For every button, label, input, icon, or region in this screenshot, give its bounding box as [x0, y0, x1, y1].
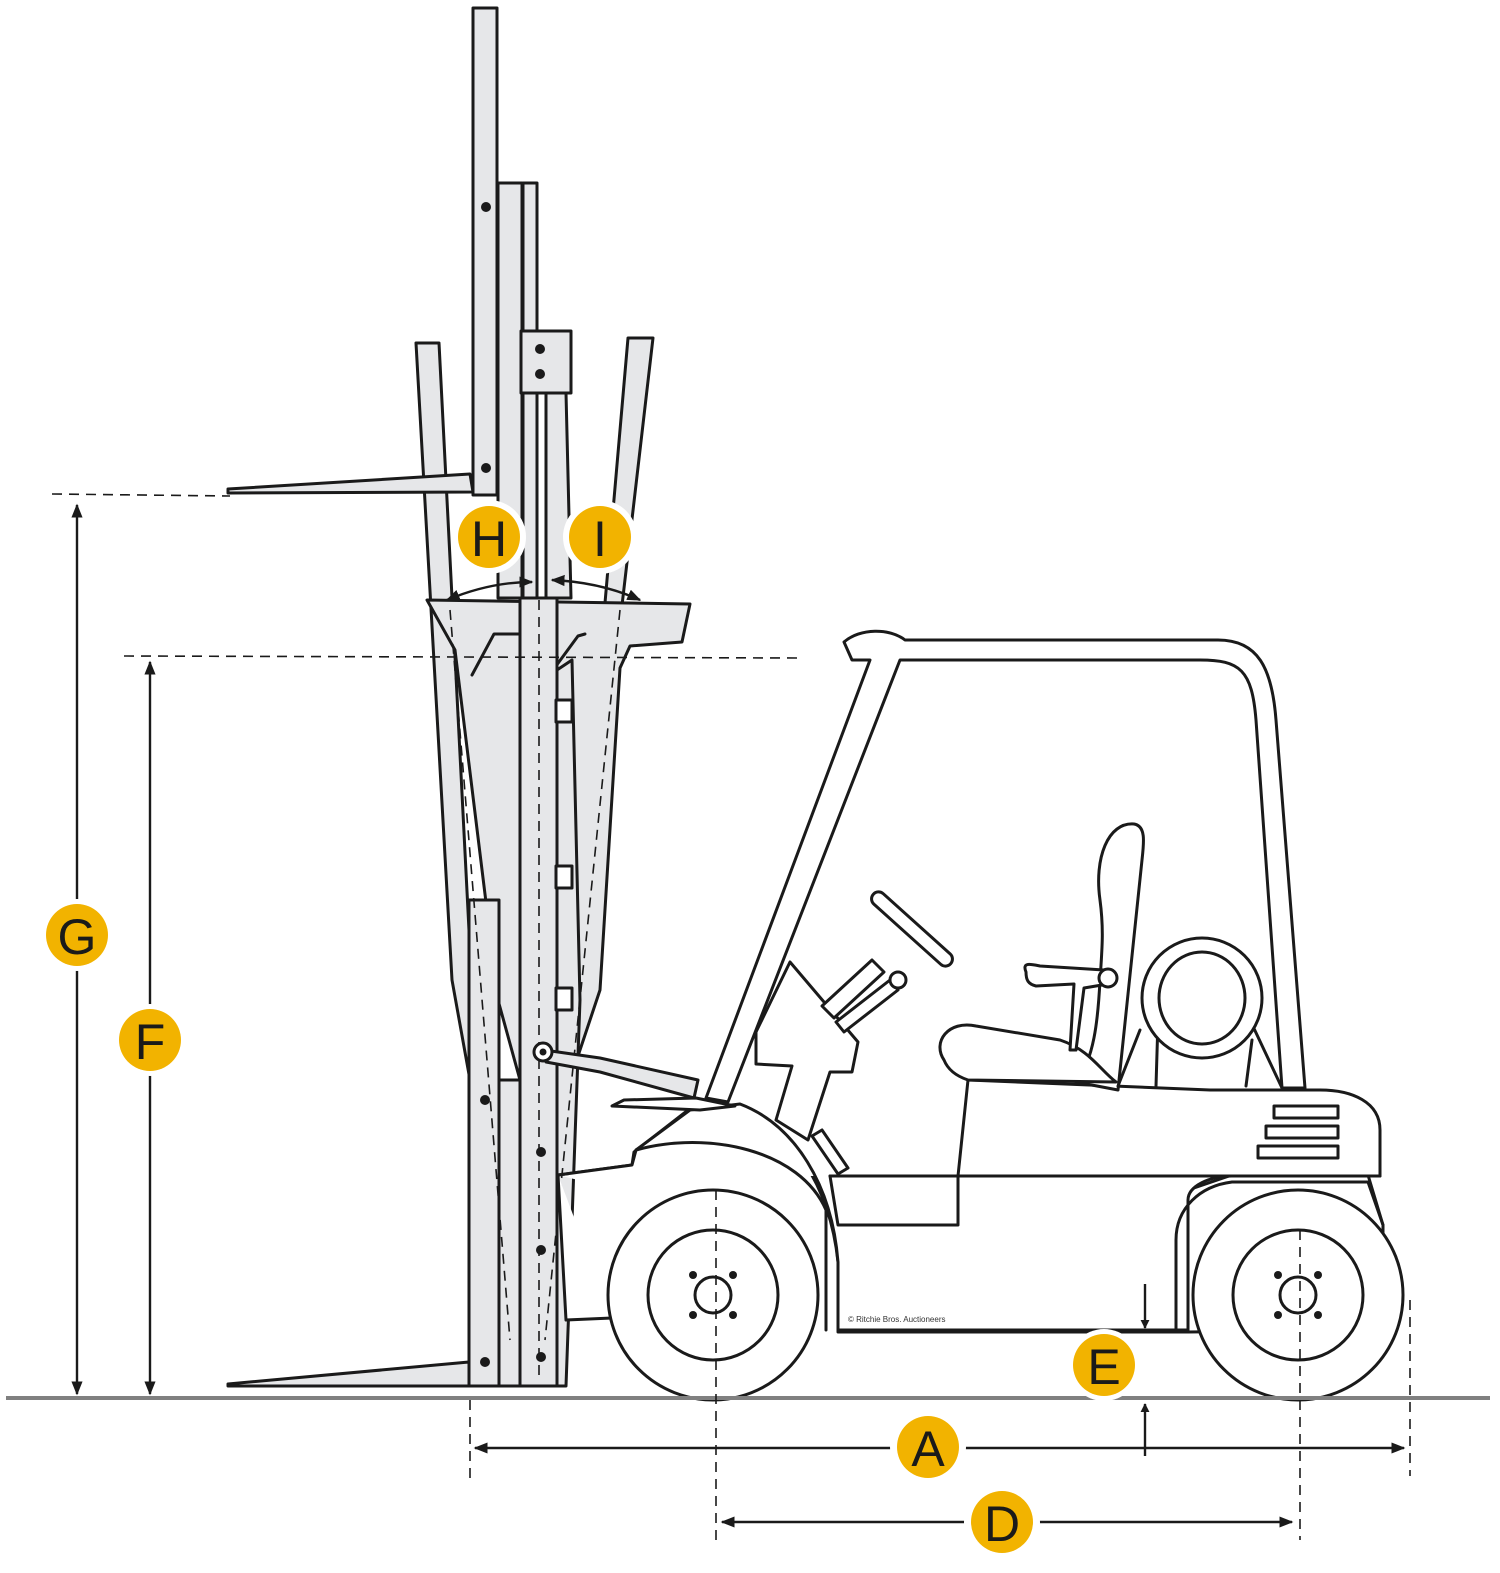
h-tilt-arc: [445, 576, 534, 602]
badge-h: H: [452, 500, 526, 574]
steering-column: [820, 958, 886, 1020]
operator-area: [754, 822, 1264, 1176]
seat-cushion: [938, 1023, 1118, 1084]
overhead-guard-frame: [704, 629, 1307, 1104]
mast-raised-inner-channel: [471, 6, 499, 497]
lowered-fork: [226, 1360, 471, 1388]
front-hood: [610, 1096, 737, 1112]
grille-slot-2: [1264, 1124, 1340, 1140]
mast-roller-2: [554, 864, 574, 890]
mast-roller-3: [554, 986, 574, 1012]
front-wheel: [606, 1188, 820, 1402]
forklift-body: [556, 1078, 1385, 1334]
guard-brace: [1248, 1018, 1284, 1090]
badge-d: D: [964, 1484, 1040, 1560]
armrest-knob: [1097, 967, 1119, 989]
seat-back: [1074, 822, 1146, 1092]
badge-e: E: [1068, 1329, 1140, 1401]
badge-a: A: [890, 1409, 966, 1485]
badge-a-label: A: [911, 1421, 945, 1477]
lpg-tank-inner: [1157, 950, 1247, 1046]
mast-fork-carriage: [497, 1078, 522, 1388]
mast-tilt-forward-dash: [544, 609, 621, 1341]
badge-f: F: [114, 1004, 186, 1076]
armrest: [1023, 962, 1110, 1052]
steering-column-2: [834, 978, 900, 1034]
mast-tilt-back-dash: [449, 609, 511, 1341]
raised-fork: [226, 472, 475, 495]
tank-bracket-left: [1116, 1028, 1142, 1088]
grille-slot-3: [1256, 1144, 1340, 1160]
plate-cutout-left: [470, 632, 522, 677]
overhead-guard: [704, 629, 1307, 1104]
badge-h-label: H: [471, 511, 507, 567]
i-tilt-arc: [550, 574, 642, 602]
badge-f-label: F: [135, 1014, 166, 1070]
badge-i: I: [563, 500, 637, 574]
badge-e-label: E: [1087, 1339, 1120, 1395]
g-extension-line: [51, 493, 231, 497]
badge-i-label: I: [593, 511, 607, 567]
steering-wheel: [870, 890, 954, 968]
steering-knob: [888, 970, 908, 990]
dashboard: [754, 960, 860, 1142]
pedal: [810, 1128, 850, 1176]
f-extension-line: [123, 655, 799, 659]
front-plate: [556, 1173, 614, 1322]
tank-bracket-right: [1244, 1038, 1254, 1088]
badge-d-label: D: [984, 1496, 1020, 1552]
carriage-guide: [544, 391, 573, 600]
badge-g: G: [41, 899, 113, 971]
lower-body-plate: [828, 1174, 1382, 1227]
grille-slot-1: [1272, 1104, 1340, 1120]
carriage-block: [519, 329, 573, 395]
rear-fender-arc: [1174, 1180, 1385, 1332]
badge-g-label: G: [58, 909, 97, 965]
copyright-text: © Ritchie Bros. Auctioneers: [848, 1315, 946, 1324]
rear-wheel: [1191, 1188, 1405, 1402]
mast-assembly: [226, 6, 719, 1388]
front-fender-arc: [634, 1141, 828, 1332]
mast-roller-1: [554, 698, 574, 724]
